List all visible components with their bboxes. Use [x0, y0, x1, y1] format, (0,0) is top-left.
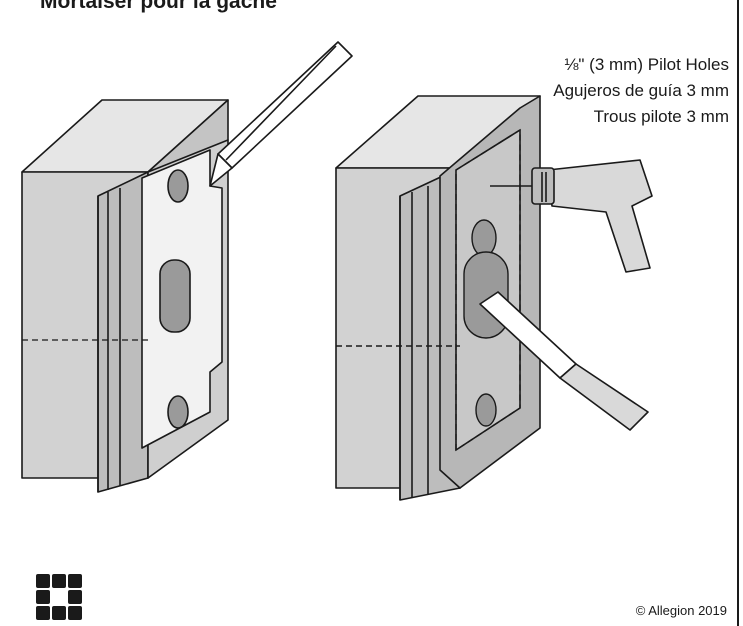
strike-plate [141, 149, 223, 449]
divider [737, 0, 739, 626]
chisel-icon [479, 291, 649, 431]
pilot-holes-callout: ⅛" (3 mm) Pilot Holes Agujeros de guía 3… [553, 52, 729, 130]
allegion-logo-icon [36, 574, 82, 620]
pilot-holes-label-french: Trous pilote 3 mm [593, 107, 729, 126]
pilot-holes-label-english: ⅛" (3 mm) Pilot Holes [564, 55, 729, 74]
right-door-jamb [335, 95, 541, 501]
copyright-text: © Allegion 2019 [635, 603, 727, 618]
pencil-icon [209, 41, 353, 187]
page-title: Mortaiser pour la gâche [40, 0, 277, 13]
pilot-holes-label-spanish: Agujeros de guía 3 mm [553, 81, 729, 100]
drill-icon [490, 159, 653, 273]
